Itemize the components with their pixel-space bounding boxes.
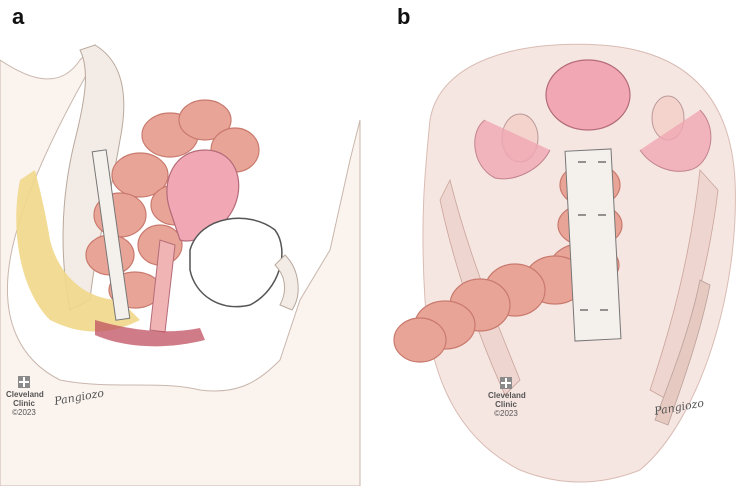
illustration-laparoscopic-view: Pangiozo (393, 43, 736, 483)
panel-label-a: a (12, 4, 25, 29)
iliac-vessels (654, 279, 711, 426)
adnexa-right (639, 109, 712, 172)
cleveland-clinic-logo: Cleveland Clinic ©2023 (488, 377, 526, 418)
presacral-fat (16, 170, 140, 332)
peritoneum-right (649, 169, 719, 401)
panel-label-b: b (397, 4, 411, 29)
cleveland-clinic-logo: Cleveland Clinic ©2023 (6, 376, 44, 417)
cleveland-clinic-mark-icon (18, 376, 30, 388)
mesh-strip (91, 149, 131, 321)
pelvic-floor-muscle (95, 320, 205, 347)
illustration-sagittal-pelvis: Pangiozo (0, 43, 361, 486)
adnexa-left (474, 119, 551, 180)
mesh-strip (564, 148, 622, 342)
uterus (545, 59, 631, 131)
suture-marks (578, 161, 608, 311)
cleveland-clinic-mark-icon (500, 377, 512, 389)
pubic-bone (274, 254, 299, 311)
bladder (189, 217, 283, 308)
